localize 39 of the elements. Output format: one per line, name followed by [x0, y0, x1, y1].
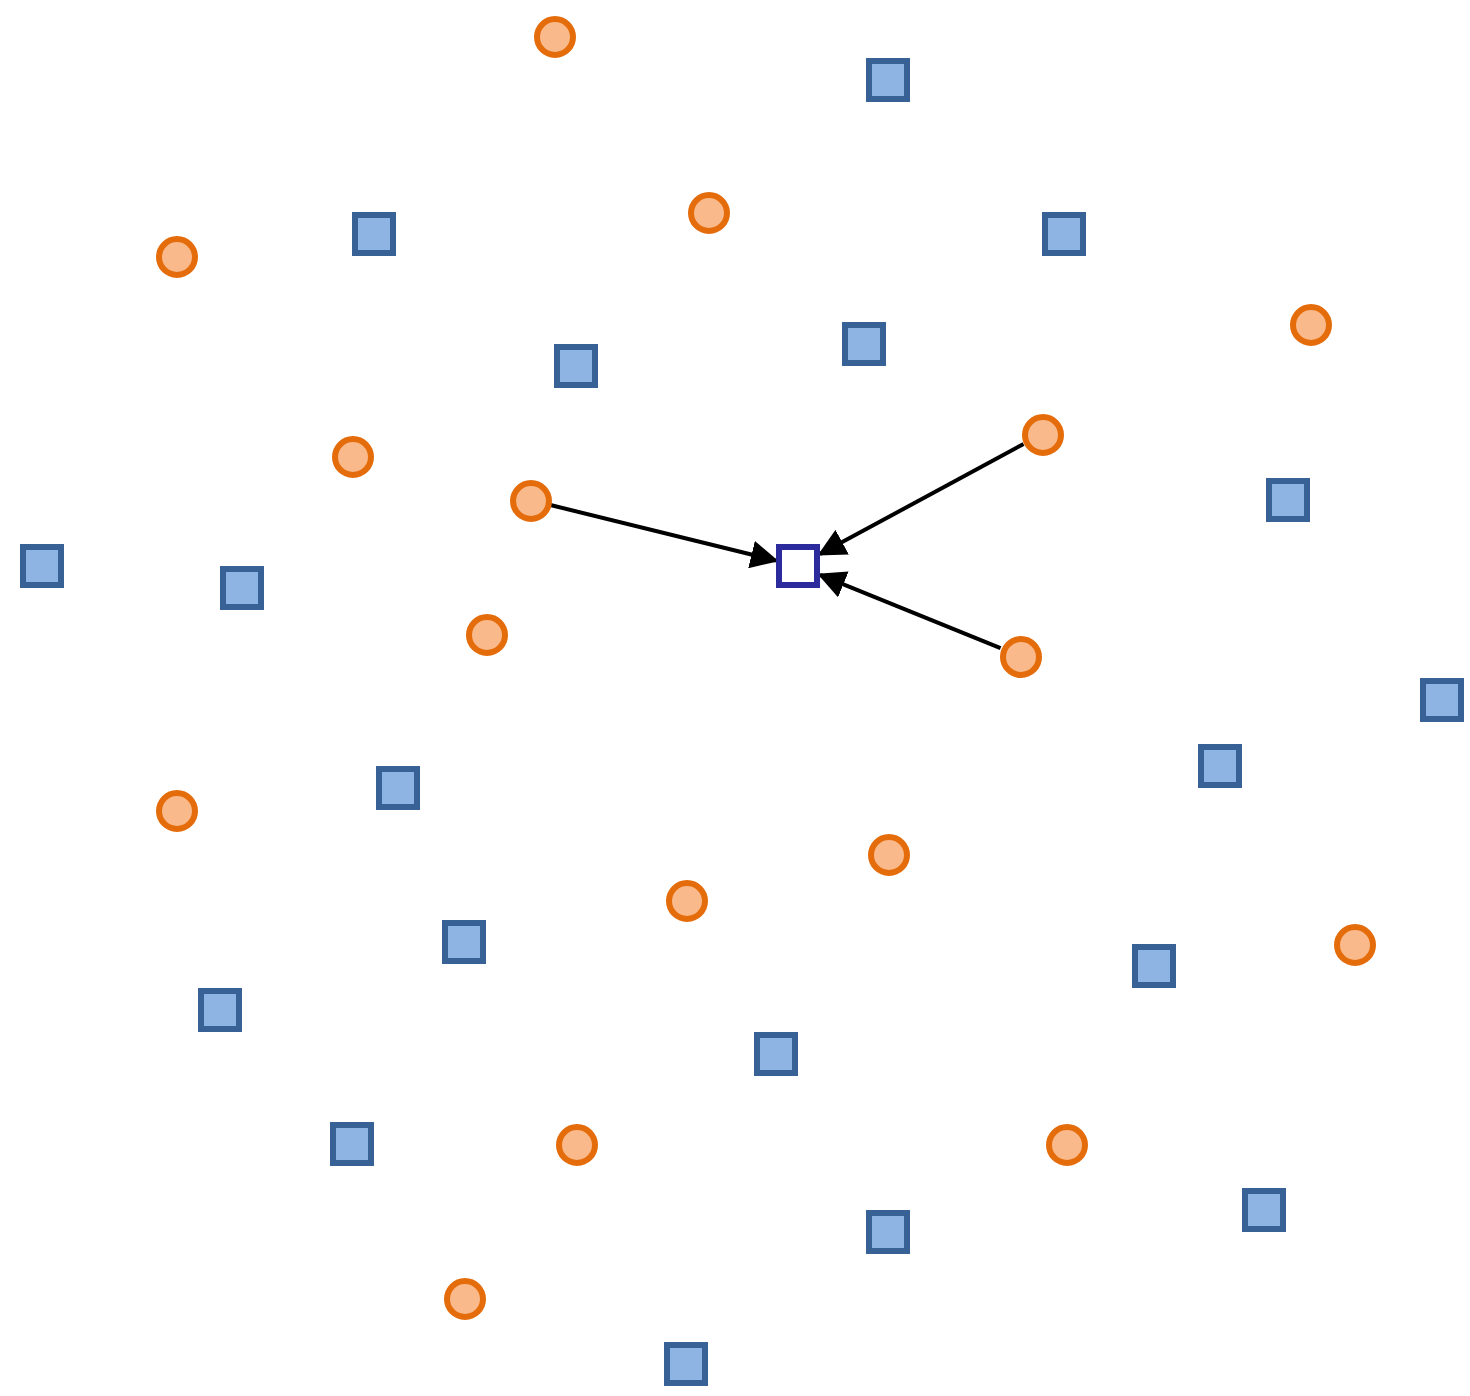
square-marker	[376, 766, 420, 810]
circle-marker	[687, 191, 729, 233]
circle-marker	[1333, 923, 1375, 965]
circle-marker	[331, 435, 373, 477]
square-marker	[442, 920, 486, 964]
target-square	[776, 544, 820, 588]
circle-marker	[443, 1277, 485, 1319]
circle-marker	[665, 879, 707, 921]
circle-marker	[509, 479, 551, 521]
square-marker	[664, 1342, 708, 1386]
circle-marker	[533, 15, 575, 57]
square-marker	[866, 1210, 910, 1254]
circle-marker	[1021, 413, 1063, 455]
square-marker	[1042, 212, 1086, 256]
square-marker	[198, 988, 242, 1032]
square-marker	[1266, 478, 1310, 522]
arrow	[549, 503, 779, 569]
square-marker	[1198, 744, 1242, 788]
square-marker	[330, 1122, 374, 1166]
circle-marker	[867, 833, 909, 875]
square-marker	[842, 322, 886, 366]
square-marker	[554, 344, 598, 388]
circle-marker	[1045, 1123, 1087, 1165]
square-marker	[20, 544, 64, 588]
circle-marker	[1289, 303, 1331, 345]
circle-marker	[155, 235, 197, 277]
square-marker	[220, 566, 264, 610]
arrow	[817, 571, 1002, 650]
circle-marker	[999, 635, 1041, 677]
arrow	[817, 442, 1025, 556]
square-marker	[1420, 678, 1464, 722]
circle-marker	[555, 1123, 597, 1165]
square-marker	[1242, 1188, 1286, 1232]
square-marker	[866, 58, 910, 102]
circle-marker	[465, 613, 507, 655]
circle-marker	[155, 789, 197, 831]
square-marker	[754, 1032, 798, 1076]
square-marker	[1132, 944, 1176, 988]
square-marker	[352, 212, 396, 256]
